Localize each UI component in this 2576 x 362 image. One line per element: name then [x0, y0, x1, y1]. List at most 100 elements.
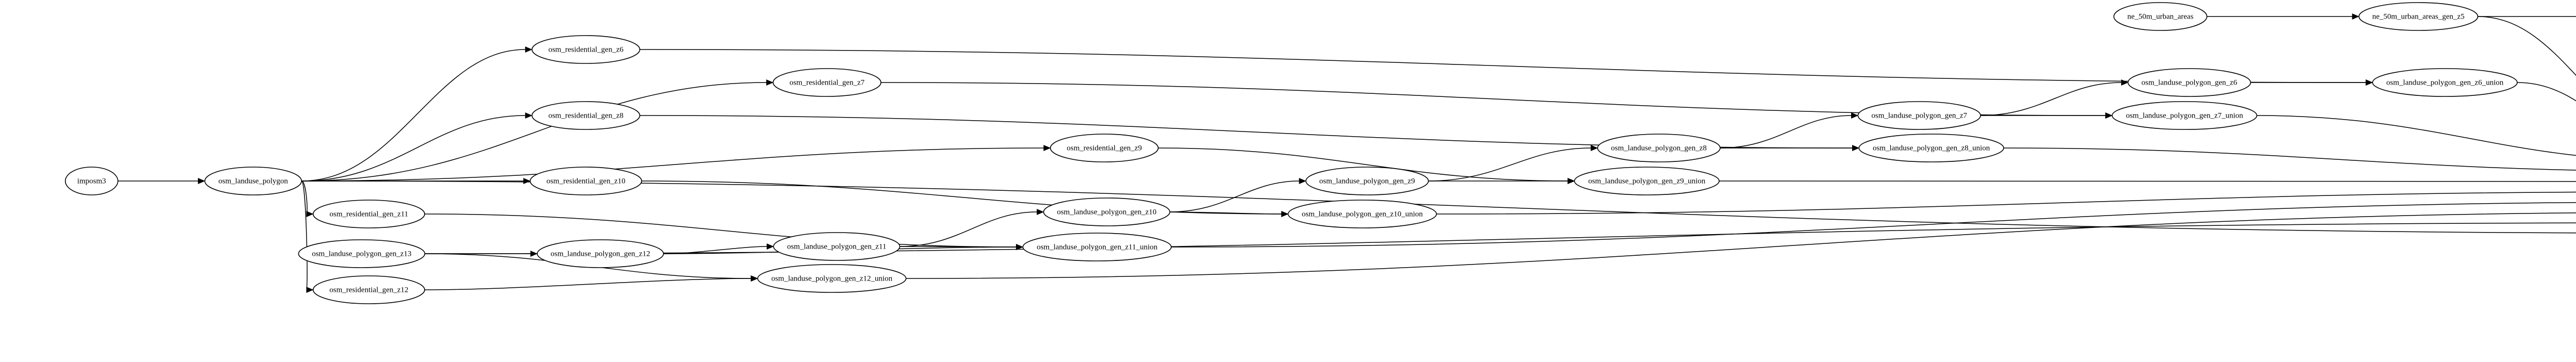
node-ellipse-shape: [773, 232, 901, 261]
edge-arrowhead: [306, 287, 314, 293]
edge-arrowhead: [751, 275, 758, 282]
graph-node-osm_landuse_polygon_gen_z9_union[interactable]: osm_landuse_polygon_gen_z9_union: [1574, 167, 1720, 195]
edge-arrowhead: [1037, 209, 1044, 215]
edge-arrowhead: [1043, 145, 1051, 151]
node-ellipse-shape: [1858, 134, 2004, 162]
node-ellipse-shape: [757, 264, 907, 293]
graph-node-osm_landuse_polygon_gen_z10_union[interactable]: osm_landuse_polygon_gen_z10_union: [1287, 200, 1437, 228]
edge-arrowhead: [1016, 244, 1024, 250]
graph-edge: [301, 147, 1044, 182]
node-ellipse-shape: [531, 101, 640, 130]
edge-arrowhead: [525, 46, 533, 53]
graph-edge: [1171, 202, 2576, 248]
graph-edge: [425, 222, 2576, 254]
graph-edge: [639, 49, 2366, 83]
graph-node-osm_landuse_polygon_gen_z12_union[interactable]: osm_landuse_polygon_gen_z12_union: [757, 264, 907, 293]
graph-node-osm_landuse_polygon_gen_z11[interactable]: osm_landuse_polygon_gen_z11: [773, 232, 901, 261]
graph-node-osm_landuse_polygon_gen_z12[interactable]: osm_landuse_polygon_gen_z12: [536, 239, 664, 268]
graph-node-osm_landuse_polygon[interactable]: osm_landuse_polygon: [204, 167, 302, 195]
edge-arrowhead: [2121, 79, 2129, 86]
graph-edge: [425, 213, 1016, 248]
node-ellipse-shape: [536, 239, 664, 268]
graph-edge: [2257, 115, 2576, 156]
node-layer: imposm3 osm_landuse_polygon osm_residentia…: [65, 2, 2518, 304]
node-ellipse-shape: [772, 68, 882, 97]
edge-arrowhead: [1281, 211, 1289, 217]
graph-edge: [2004, 147, 2576, 171]
node-ellipse-shape: [2372, 68, 2518, 97]
graph-node-osm_residential_gen_z12[interactable]: osm_residential_gen_z12: [313, 275, 426, 304]
node-ellipse-shape: [1857, 101, 1981, 130]
graph-edge: [2517, 82, 2576, 102]
node-ellipse-shape: [2113, 2, 2208, 31]
edge-arrowhead: [2105, 112, 2113, 119]
node-ellipse-shape: [1043, 198, 1171, 226]
graph-node-osm_landuse_polygon_gen_z7_union[interactable]: osm_landuse_polygon_gen_z7_union: [2111, 101, 2258, 130]
node-ellipse-shape: [204, 167, 302, 195]
node-ellipse-shape: [313, 200, 426, 228]
graph-edge: [1428, 147, 1591, 182]
edge-arrowhead: [1590, 145, 1598, 151]
graph-node-osm_landuse_polygon_gen_z11_union[interactable]: osm_landuse_polygon_gen_z11_union: [1022, 233, 1172, 261]
node-ellipse-shape: [1049, 134, 1159, 162]
graph-node-osm_residential_gen_z8[interactable]: osm_residential_gen_z8: [531, 101, 640, 130]
node-ellipse-shape: [2111, 101, 2258, 130]
graph-edge: [301, 49, 526, 182]
graph-node-osm_residential_gen_z10[interactable]: osm_residential_gen_z10: [530, 167, 642, 195]
edge-arrowhead: [1851, 112, 1859, 119]
edge-layer: [117, 13, 2576, 293]
edge-arrowhead: [767, 243, 774, 250]
graph-node-osm_landuse_polygon_gen_z13[interactable]: osm_landuse_polygon_gen_z13: [298, 239, 426, 268]
graph-node-osm_landuse_polygon_gen_z6[interactable]: osm_landuse_polygon_gen_z6: [2127, 68, 2251, 97]
graph-edge: [2478, 16, 2576, 76]
node-ellipse-shape: [2358, 2, 2479, 31]
edge-arrowhead: [1299, 178, 1307, 184]
graph-edge: [906, 212, 2576, 279]
edge-arrowhead: [198, 178, 206, 184]
node-ellipse-shape: [1305, 167, 1429, 195]
graph-edge: [1980, 82, 2122, 116]
graph-edge: [301, 115, 526, 182]
node-ellipse-shape: [313, 275, 426, 304]
graph-node-ne_50m_urban_areas[interactable]: ne_50m_urban_areas: [2113, 2, 2208, 31]
graph-node-osm_residential_gen_z11[interactable]: osm_residential_gen_z11: [313, 200, 426, 228]
graph-edge: [1720, 115, 1852, 149]
graph-node-osm_residential_gen_z7[interactable]: osm_residential_gen_z7: [772, 68, 882, 97]
graph-edge: [1158, 147, 1568, 182]
graph-edge: [1436, 191, 2576, 215]
edge-arrowhead: [2365, 79, 2373, 86]
graph-node-imposm3[interactable]: imposm3: [65, 167, 118, 195]
graph-node-osm_residential_gen_z9[interactable]: osm_residential_gen_z9: [1049, 134, 1159, 162]
graph-node-osm_landuse_polygon_gen_z8[interactable]: osm_landuse_polygon_gen_z8: [1597, 134, 1721, 162]
edge-arrowhead: [1567, 178, 1575, 184]
edge-arrowhead: [766, 79, 774, 86]
edge-arrowhead: [2352, 13, 2360, 20]
graph-node-osm_landuse_polygon_gen_z10[interactable]: osm_landuse_polygon_gen_z10: [1043, 198, 1171, 226]
edge-arrowhead: [525, 112, 533, 119]
graph-edge: [425, 278, 751, 290]
node-ellipse-shape: [298, 239, 426, 268]
node-ellipse-shape: [1574, 167, 1720, 195]
graph-edge: [641, 180, 1282, 215]
graph-node-osm_residential_gen_z6[interactable]: osm_residential_gen_z6: [531, 35, 640, 64]
edge-arrowhead: [306, 211, 314, 217]
graph-node-osm_landuse_polygon_gen_z6_union[interactable]: osm_landuse_polygon_gen_z6_union: [2372, 68, 2518, 97]
graph-node-osm_landuse_polygon_gen_z8_union[interactable]: osm_landuse_polygon_gen_z8_union: [1858, 134, 2004, 162]
graph-edge: [1170, 180, 1299, 212]
node-ellipse-shape: [1022, 233, 1172, 261]
graph-edge: [301, 180, 308, 290]
graph-edge: [900, 211, 1037, 247]
node-ellipse-shape: [1287, 200, 1437, 228]
node-ellipse-shape: [2127, 68, 2251, 97]
edge-arrowhead: [1852, 145, 1860, 151]
graph-edge: [1719, 180, 2576, 182]
graph-node-osm_landuse_polygon_gen_z9[interactable]: osm_landuse_polygon_gen_z9: [1305, 167, 1429, 195]
graph-node-osm_landuse_polygon_gen_z7[interactable]: osm_landuse_polygon_gen_z7: [1857, 101, 1981, 130]
graph-edge: [301, 82, 767, 182]
node-ellipse-shape: [531, 35, 640, 64]
graph-node-ne_50m_urban_areas_gen_z5[interactable]: ne_50m_urban_areas_gen_z5: [2358, 2, 2479, 31]
node-ellipse-shape: [65, 167, 118, 195]
graph-edge: [301, 180, 2576, 234]
node-ellipse-shape: [530, 167, 642, 195]
